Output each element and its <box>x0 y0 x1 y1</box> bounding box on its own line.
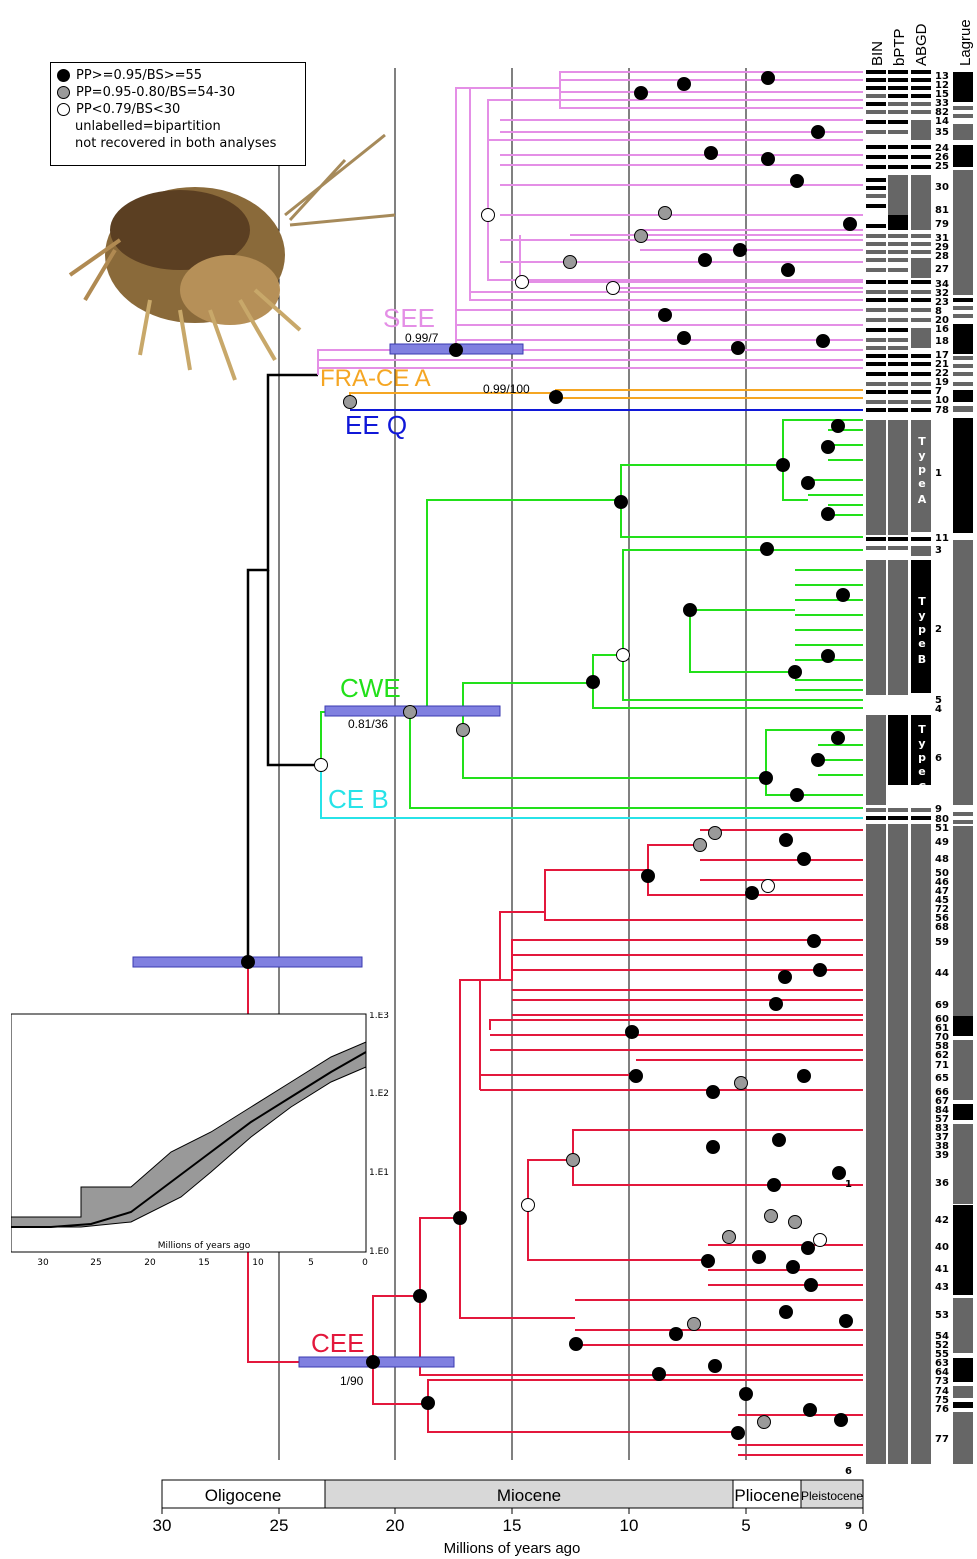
lagrue-number: 78 <box>935 405 949 416</box>
lagrue-number: 18 <box>935 336 949 347</box>
epoch-oligocene: Oligocene <box>205 1486 282 1505</box>
x-tick: 5 <box>741 1516 750 1535</box>
type-a-letter: A <box>918 493 927 506</box>
lagrue-number: 30 <box>935 182 949 193</box>
lagrue-number: 6 <box>935 753 942 764</box>
tip-label-1: 1 <box>845 1179 852 1190</box>
type-b-letter: B <box>918 653 926 666</box>
lagrue-number: 43 <box>935 1282 949 1293</box>
type-c-letter: y <box>918 737 925 750</box>
lagrue-number: 69 <box>935 1000 949 1011</box>
legend-item: PP<0.79/BS<30 <box>57 101 299 118</box>
type-c-letter: C <box>918 781 926 794</box>
lagrue-number: 25 <box>935 161 949 172</box>
column-bin: BIN <box>869 41 886 66</box>
x-tick: 10 <box>620 1516 639 1535</box>
tip-label-9: 9 <box>845 1521 852 1532</box>
lagrue-number: 71 <box>935 1060 949 1071</box>
column-lagrue: Lagrue <box>957 19 974 66</box>
support-cwe: 0.81/36 <box>348 717 388 731</box>
x-axis-label: Millions of years ago <box>444 1540 581 1557</box>
type-b-letter: e <box>918 637 925 650</box>
legend-note-line1: unlabelled=bipartition <box>57 118 299 135</box>
clade-label-ee-q: EE Q <box>345 410 407 440</box>
lagrue-number: 53 <box>935 1310 949 1321</box>
black-dot-icon <box>57 69 70 82</box>
lagrue-number: 76 <box>935 1404 949 1415</box>
clade-label-cee: CEE <box>311 1328 364 1358</box>
type-c-letter: T <box>918 723 926 736</box>
type-a-letter: y <box>918 449 925 462</box>
lagrue-number: 2 <box>935 624 942 635</box>
lagrue-number: 35 <box>935 127 949 138</box>
lagrue-number: 36 <box>935 1178 949 1189</box>
lagrue-number: 48 <box>935 854 949 865</box>
lagrue-number-column: 13 12 15 33 82 14 35 24 26 25 30 81 79 3… <box>935 71 949 1445</box>
epoch-miocene: Miocene <box>497 1486 561 1505</box>
type-c-letter: e <box>918 765 925 778</box>
lagrue-number: 4 <box>935 704 942 715</box>
lagrue-number: 39 <box>935 1150 949 1161</box>
lagrue-number: 28 <box>935 251 949 262</box>
lagrue-number: 16 <box>935 324 949 335</box>
lagrue-number: 44 <box>935 968 949 979</box>
lagrue-number: 41 <box>935 1264 949 1275</box>
epoch-pliocene: Pliocene <box>734 1486 799 1505</box>
type-a-letter: e <box>918 477 925 490</box>
lagrue-number: 65 <box>935 1073 949 1084</box>
legend-item: PP>=0.95/BS>=55 <box>57 67 299 84</box>
tip-label-6: 6 <box>845 1466 852 1477</box>
lagrue-number: 42 <box>935 1215 949 1226</box>
support-cee: 1/90 <box>340 1374 364 1388</box>
type-b-letter: T <box>918 595 926 608</box>
legend-item: PP=0.95-0.80/BS=54-30 <box>57 84 299 101</box>
gray-dot-icon <box>57 86 70 99</box>
clade-label-see: SEE <box>383 303 435 333</box>
lagrue-number: 49 <box>935 837 949 848</box>
x-tick: 20 <box>386 1516 405 1535</box>
lagrue-number: 27 <box>935 264 949 275</box>
type-b-letter: p <box>918 623 926 636</box>
lagrue-number: 68 <box>935 922 949 933</box>
support-legend: PP>=0.95/BS>=55 PP=0.95-0.80/BS=54-30 PP… <box>50 62 306 166</box>
lagrue-number: 40 <box>935 1242 949 1253</box>
column-abgd: ABGD <box>913 23 930 66</box>
white-dot-icon <box>57 103 70 116</box>
support-fra-ce-a: 0.99/100 <box>483 382 530 396</box>
x-tick: 15 <box>503 1516 522 1535</box>
type-b-letter: y <box>918 609 925 622</box>
legend-label: PP>=0.95/BS>=55 <box>76 67 202 84</box>
legend-label: PP<0.79/BS<30 <box>76 101 180 118</box>
clade-label-fra-ce-a: FRA-CE A <box>320 365 431 392</box>
epoch-pleistocene: Pleistocene <box>801 1489 863 1503</box>
x-tick: 25 <box>270 1516 289 1535</box>
lagrue-number: 51 <box>935 823 949 834</box>
x-tick: 30 <box>153 1516 172 1535</box>
lagrue-number: 1 <box>935 468 942 479</box>
type-a-letter: T <box>918 435 926 448</box>
column-bptp: bPTP <box>891 28 908 66</box>
lagrue-number: 79 <box>935 219 949 230</box>
legend-note-line2: not recovered in both analyses <box>57 135 299 152</box>
support-see: 0.99/7 <box>405 331 439 345</box>
type-a-letter: p <box>918 463 926 476</box>
x-tick: 0 <box>858 1516 867 1535</box>
legend-label: PP=0.95-0.80/BS=54-30 <box>76 84 235 101</box>
type-c-letter: p <box>918 751 926 764</box>
lagrue-number: 59 <box>935 937 949 948</box>
lagrue-number: 81 <box>935 205 949 216</box>
lagrue-number: 14 <box>935 116 949 127</box>
clade-label-cwe: CWE <box>340 673 401 703</box>
lagrue-number: 3 <box>935 545 942 556</box>
lagrue-number: 77 <box>935 1434 949 1445</box>
clade-label-ce-b: CE B <box>328 784 389 814</box>
lagrue-number: 11 <box>935 533 949 544</box>
